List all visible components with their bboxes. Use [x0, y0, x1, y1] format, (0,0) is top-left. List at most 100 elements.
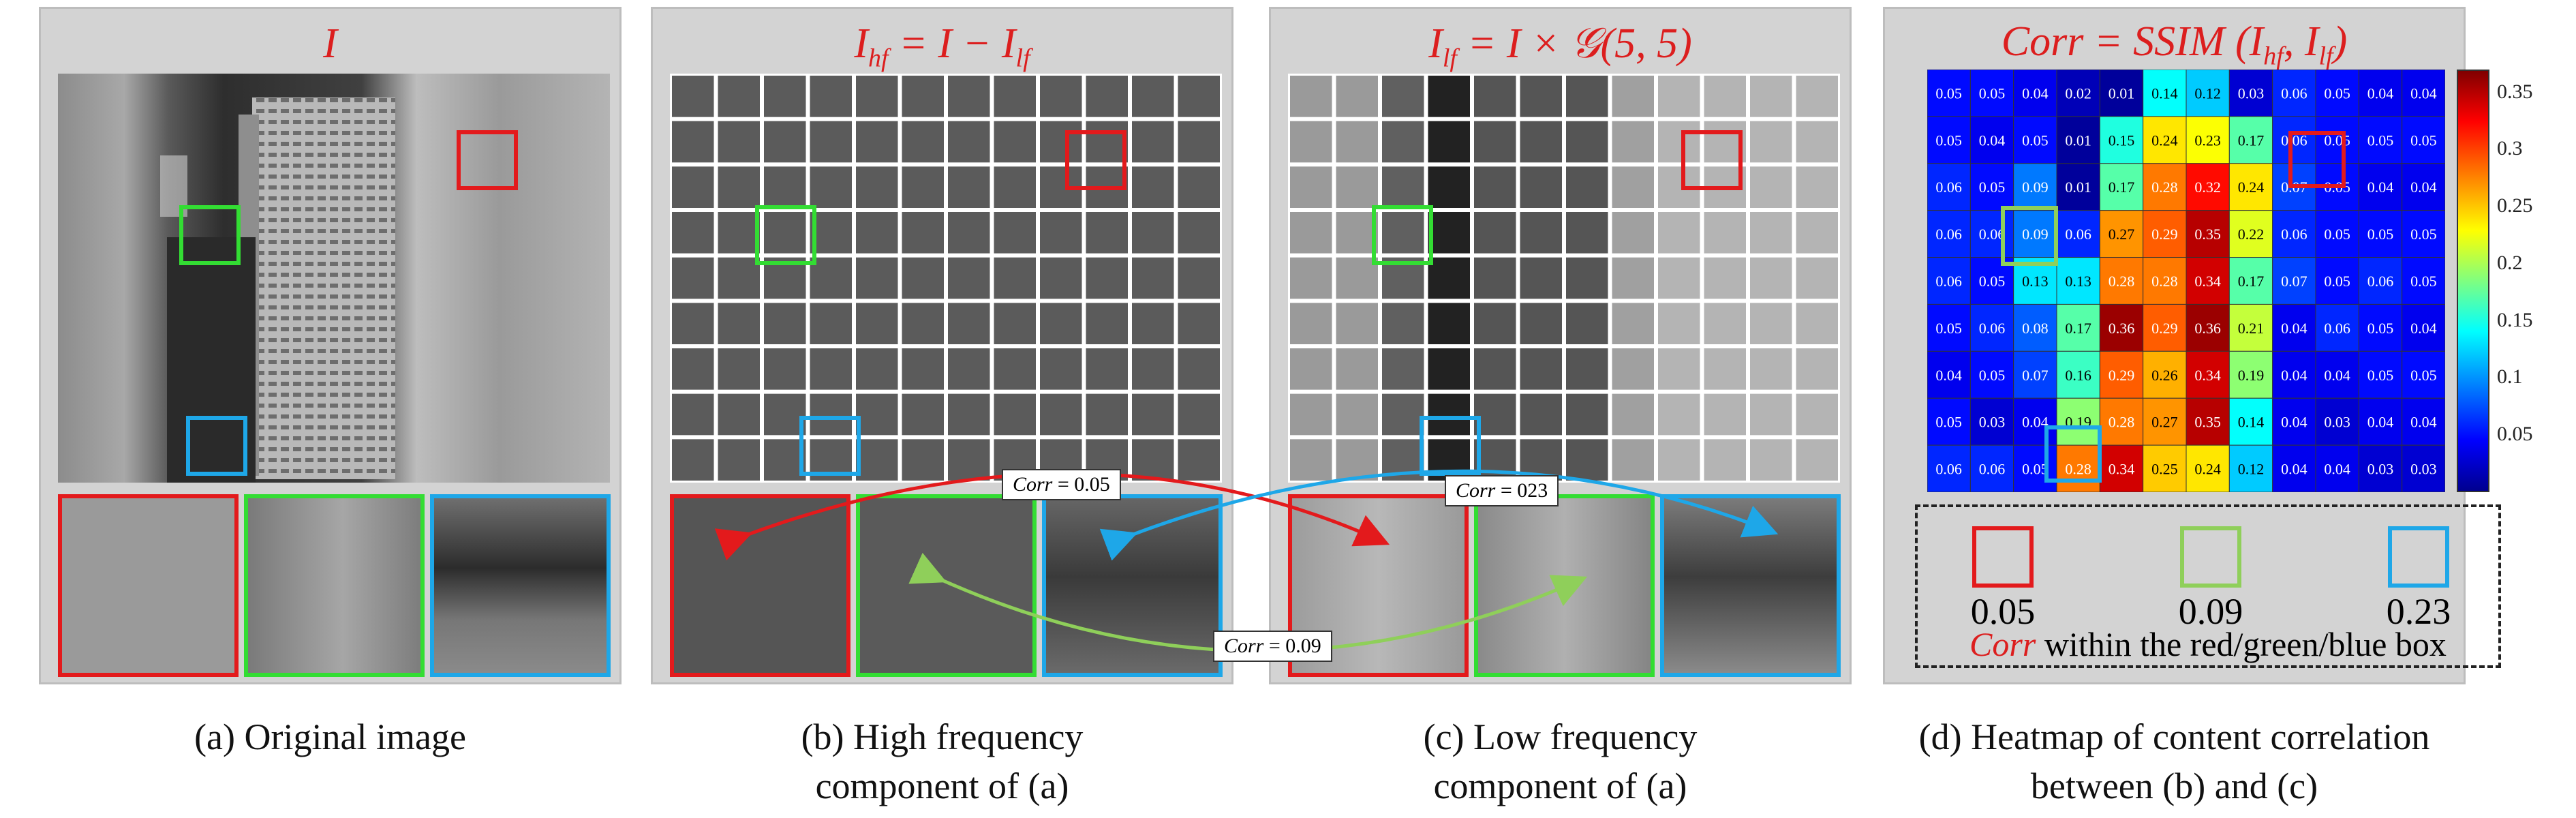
grid-tile: [1382, 348, 1424, 390]
heatmap-cell-label: 0.04: [2281, 461, 2307, 478]
heatmap-cell-label: 0.34: [2194, 273, 2221, 290]
grid-background: [1288, 74, 1840, 483]
heatmap-cell-label: 0.01: [2065, 132, 2091, 149]
heatmap-cell: [2013, 303, 2057, 352]
blue-zoom-hf: [1042, 494, 1223, 677]
grid-tile: [810, 348, 852, 390]
grid-tile: [902, 348, 944, 390]
caption-c: (c) Low frequency component of (a): [1269, 712, 1852, 811]
grid-tile: [810, 257, 852, 299]
heatmap-cell-label: 0.19: [2238, 367, 2265, 384]
green-zoom-original: [244, 494, 425, 677]
heatmap-cell: [2186, 303, 2230, 352]
heatmap-cell-label: 0.05: [2410, 367, 2437, 384]
heatmap-cell-label: 0.04: [2022, 414, 2049, 431]
heatmap-cell-label: 0.05: [1979, 85, 2006, 102]
grid-tile: [1658, 212, 1700, 254]
heatmap-cell: [2056, 257, 2100, 305]
heatmap-cell: [1927, 444, 1971, 492]
heatmap-cell: [2099, 210, 2144, 258]
grid-tile: [718, 303, 760, 344]
heatmap-cell: [2143, 257, 2187, 305]
grid-tile: [1750, 212, 1792, 254]
corr-label-green: Corr = 0.09: [1213, 631, 1332, 662]
heatmap-cell-label: 0.09: [2022, 179, 2049, 196]
heatmap-cell-label: 0.14: [2238, 414, 2265, 431]
green-box-heatmap: [2001, 206, 2058, 266]
heatmap-cell: [2056, 116, 2100, 164]
grid-tile: [1474, 166, 1516, 208]
heatmap-cell-label: 0.06: [1979, 320, 2006, 337]
heatmap-cell: [1969, 350, 2014, 399]
green-zoom-lf: [1474, 494, 1655, 677]
grid-tile: [1382, 393, 1424, 436]
heatmap-cell: [2228, 350, 2273, 399]
colorbar-tick-label: 0.25: [2497, 194, 2533, 217]
grid-tile: [1132, 348, 1174, 390]
grid-tile: [1086, 348, 1128, 390]
grid-tile: [1178, 439, 1220, 481]
grid-tile: [1796, 439, 1838, 481]
heatmap-cell: [2358, 210, 2403, 258]
heatmap-cell: [2143, 397, 2187, 446]
heatmap-cell-label: 0.06: [2324, 320, 2350, 337]
heatmap-cell-label: 0.24: [2151, 132, 2178, 149]
heatmap-cell: [2013, 444, 2057, 492]
grid-tile: [1040, 121, 1082, 163]
heatmap-cell: [2358, 70, 2403, 117]
heatmap-cell-label: 0.24: [2238, 179, 2265, 196]
heatmap-cell-label: 0.04: [2367, 179, 2394, 196]
red-zoom-hf: [670, 494, 850, 677]
grid-tile: [902, 393, 944, 436]
heatmap-cell: [2056, 397, 2100, 446]
caption-b-line2: component of (a): [815, 766, 1069, 806]
grid-tile: [1040, 303, 1082, 344]
grid-tile: [810, 76, 852, 117]
grid-tile: [672, 212, 714, 254]
grid-tile: [1704, 76, 1746, 117]
heatmap-cell-label: 0.06: [2281, 226, 2307, 243]
heatmap-cell: [1927, 257, 1971, 305]
caption-d-line1: (d) Heatmap of content correlation: [1918, 716, 2430, 757]
panel-c-title-sub: lf: [1442, 44, 1457, 73]
heatmap-cell-label: 0.34: [2194, 367, 2221, 384]
grid-tile: [672, 166, 714, 208]
heatmap-cell-label: 0.05: [2324, 226, 2350, 243]
heatmap-cell: [2143, 163, 2187, 211]
heatmap-cell-label: 0.05: [1935, 132, 1962, 149]
grid-tile: [1750, 257, 1792, 299]
grid-tile: [856, 212, 898, 254]
grid-tile: [810, 121, 852, 163]
heatmap-cell: [2013, 397, 2057, 446]
green-box-hf: [755, 205, 816, 265]
grid-tile: [1612, 121, 1654, 163]
heatmap-cell: [2315, 257, 2359, 305]
grid-tile: [1566, 121, 1608, 163]
heatmap-cell-label: 0.17: [2065, 320, 2091, 337]
heatmap-cell-label: 0.04: [2410, 85, 2437, 102]
heatmap-cell: [2315, 444, 2359, 492]
grid-tile: [1520, 76, 1562, 117]
heatmap-cell-label: 0.06: [1935, 273, 1962, 290]
panel-b-title-sub: hf: [868, 44, 889, 73]
grid-tile: [1132, 212, 1174, 254]
panel-d-title-mid: , I: [2283, 18, 2319, 65]
grid-tile: [994, 257, 1036, 299]
grid-tile: [810, 393, 852, 436]
heatmap-cell: [2402, 116, 2445, 164]
grid-tile: [1520, 348, 1562, 390]
grid-tile: [1796, 257, 1838, 299]
grid-tile: [1132, 393, 1174, 436]
grid-tile: [1566, 212, 1608, 254]
heatmap-cell: [2186, 444, 2230, 492]
heatmap-cell-label: 0.05: [2324, 85, 2350, 102]
grid-tile: [1086, 303, 1128, 344]
grid-tile: [948, 393, 990, 436]
heatmap-cell: [2402, 350, 2445, 399]
blue-zoom-original: [430, 494, 611, 677]
heatmap-cell: [2099, 303, 2144, 352]
blue-box-heatmap: [2044, 425, 2102, 483]
grid-tile: [1382, 166, 1424, 208]
grid-tile: [1704, 303, 1746, 344]
heatmap-cell-label: 0.03: [2410, 461, 2437, 478]
